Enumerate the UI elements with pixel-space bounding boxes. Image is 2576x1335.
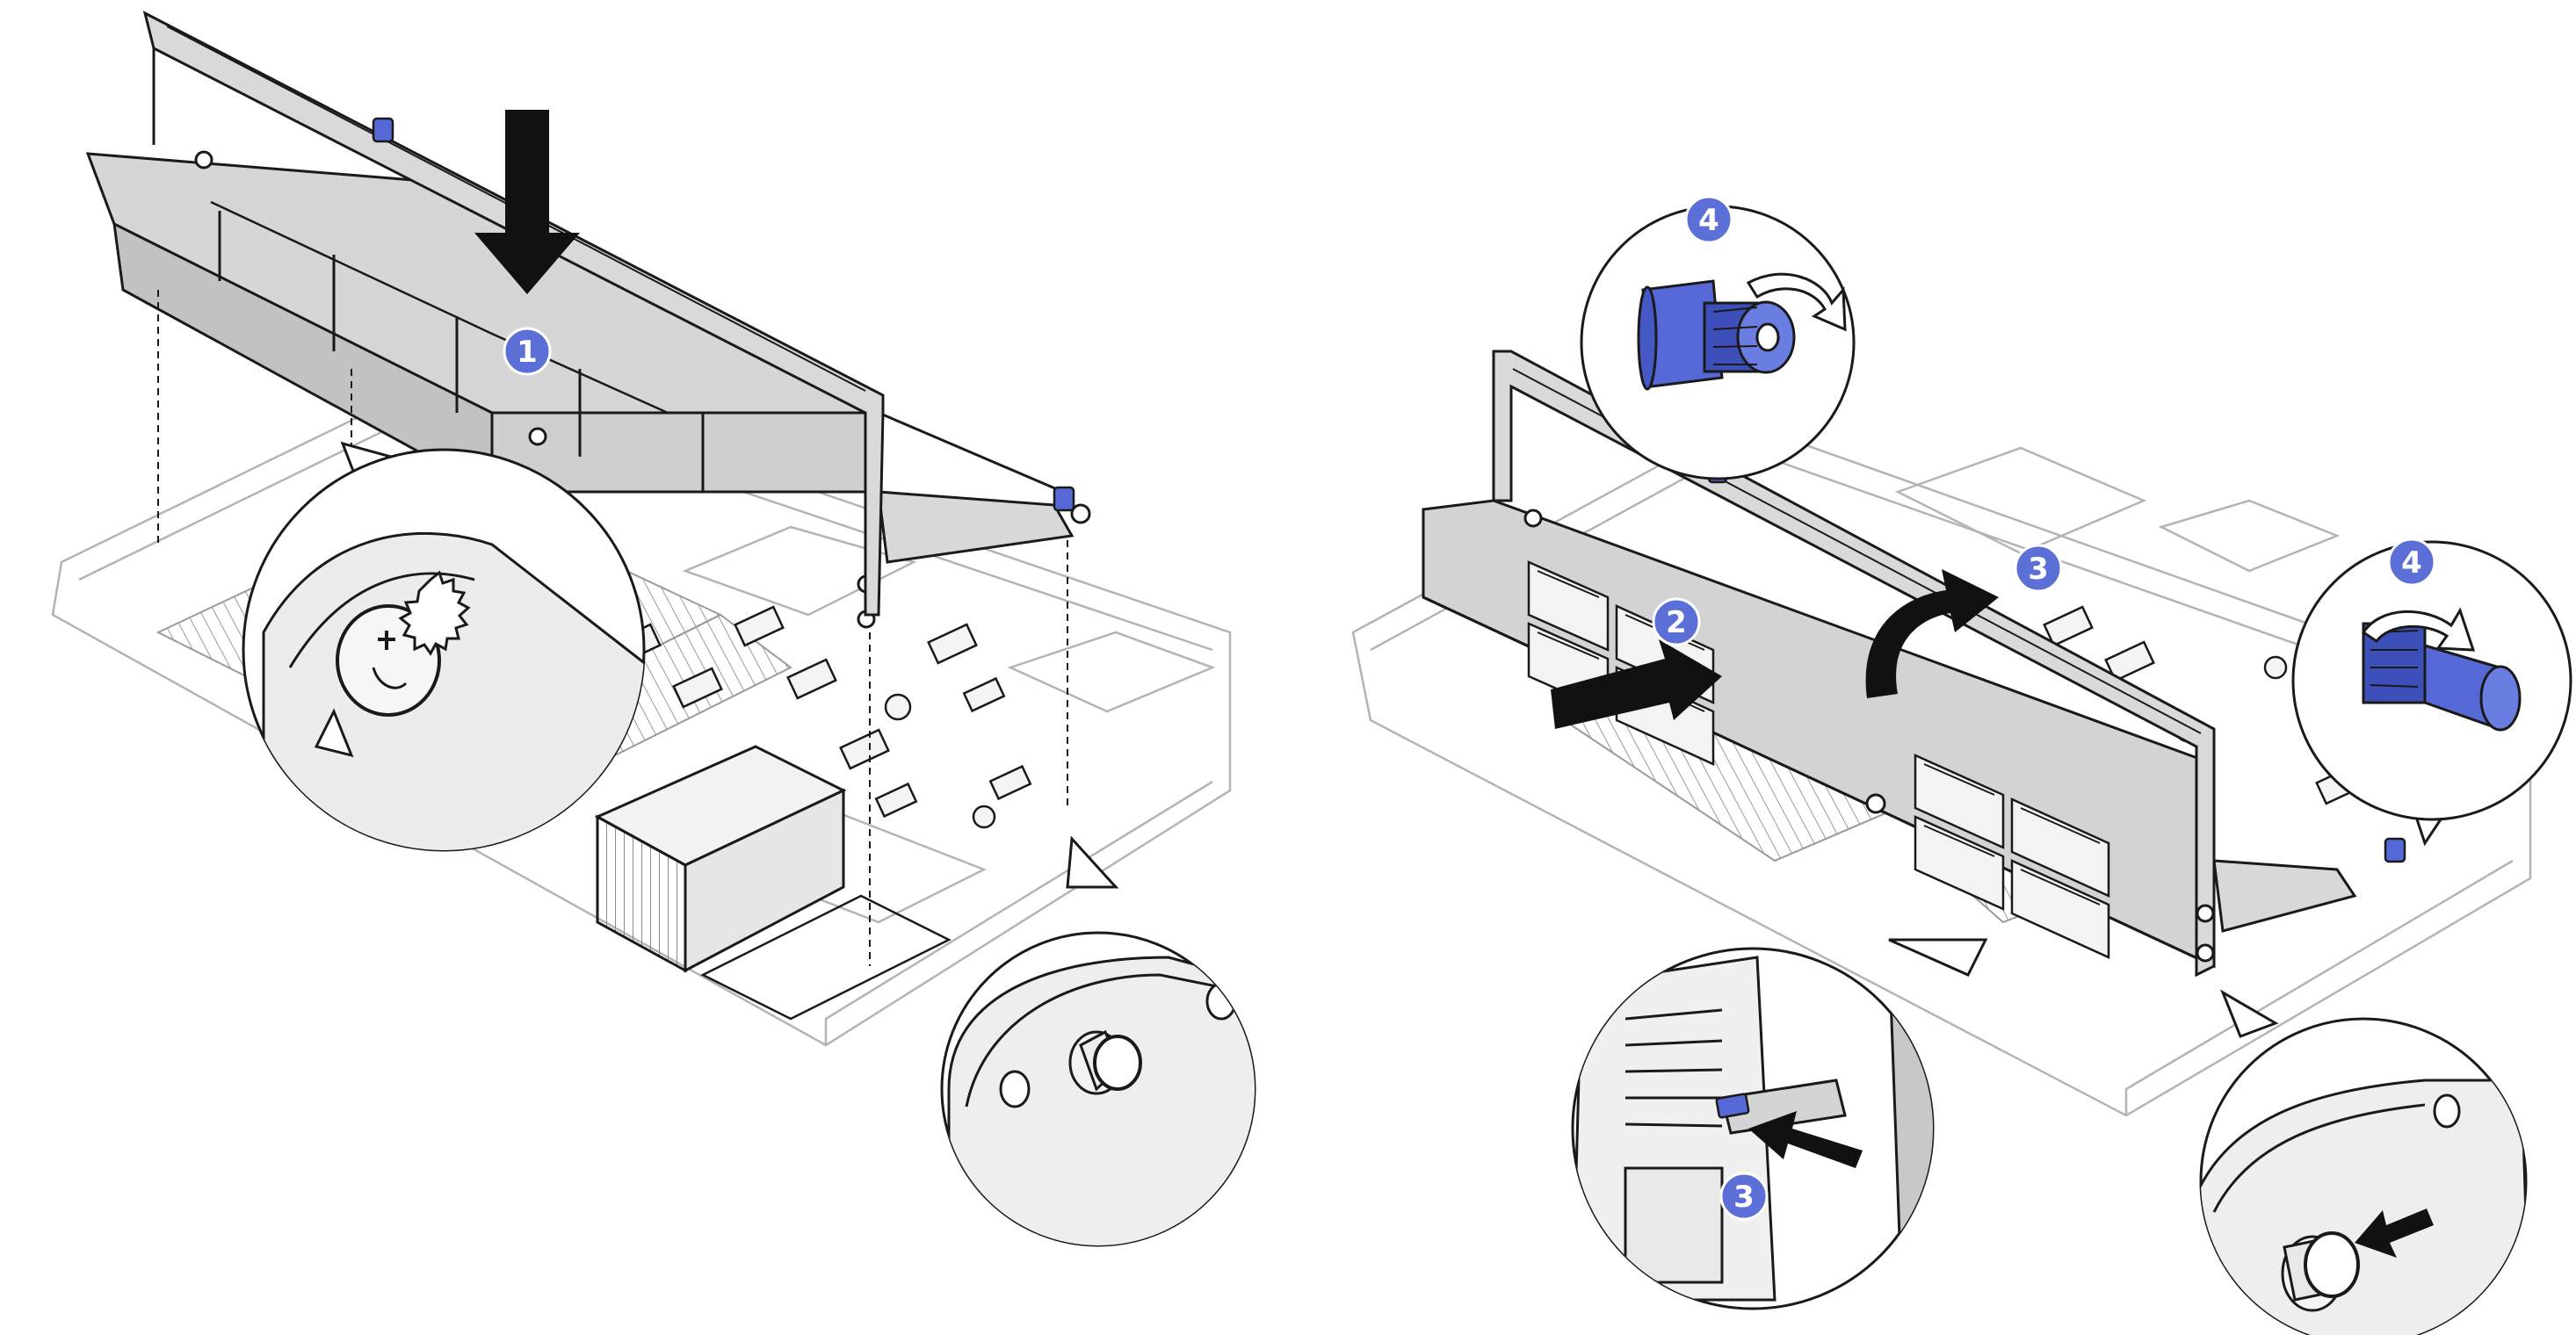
latch-arrow-icon bbox=[1748, 1111, 1863, 1168]
right-drive-cage bbox=[1422, 499, 2357, 969]
left-drive-cage bbox=[85, 150, 1091, 629]
step-3-label: 3 bbox=[2028, 552, 2049, 587]
callout-plunger-pin-right bbox=[2199, 989, 2528, 1335]
callout-plunger-right: 4 bbox=[2291, 538, 2572, 847]
callout-plunger-pin bbox=[940, 835, 1256, 1247]
step-badge-4-right: 4 bbox=[2387, 538, 2436, 587]
step-4-top-label: 4 bbox=[1698, 203, 1719, 238]
callout-plunger-top: 4 bbox=[1580, 195, 1856, 480]
step-2-label: 2 bbox=[1666, 605, 1687, 640]
rotate-arrow-icon-right bbox=[2361, 607, 2476, 652]
step-4-right-label: 4 bbox=[2401, 545, 2422, 581]
curved-arrow-icon bbox=[1865, 569, 1999, 698]
left-arrow-icon bbox=[2355, 1209, 2434, 1258]
right-arrow-icon bbox=[1551, 639, 1722, 729]
left-alignment-lines bbox=[157, 290, 1068, 966]
left-heatsink bbox=[594, 745, 952, 1021]
step-badge-2: 2 bbox=[1652, 597, 1701, 646]
callout-latch: 3 bbox=[1571, 938, 1988, 1310]
step-badge-1: 1 bbox=[503, 327, 552, 376]
step-badge-4-top: 4 bbox=[1684, 195, 1733, 244]
step-1-label: 1 bbox=[517, 335, 538, 370]
callout-guide-pin bbox=[242, 441, 646, 852]
left-assembly: 1 bbox=[51, 11, 1256, 1247]
step-badge-3-latch: 3 bbox=[1719, 1172, 1769, 1221]
rotate-arrow-icon bbox=[1746, 272, 1847, 332]
step-3-latch-label: 3 bbox=[1733, 1180, 1755, 1215]
right-assembly: 2 3 4 bbox=[1351, 195, 2572, 1335]
down-arrow-icon bbox=[474, 110, 580, 294]
step-badge-3-rotate: 3 bbox=[2014, 544, 2063, 593]
left-plunger-blue-rear bbox=[372, 117, 1075, 512]
